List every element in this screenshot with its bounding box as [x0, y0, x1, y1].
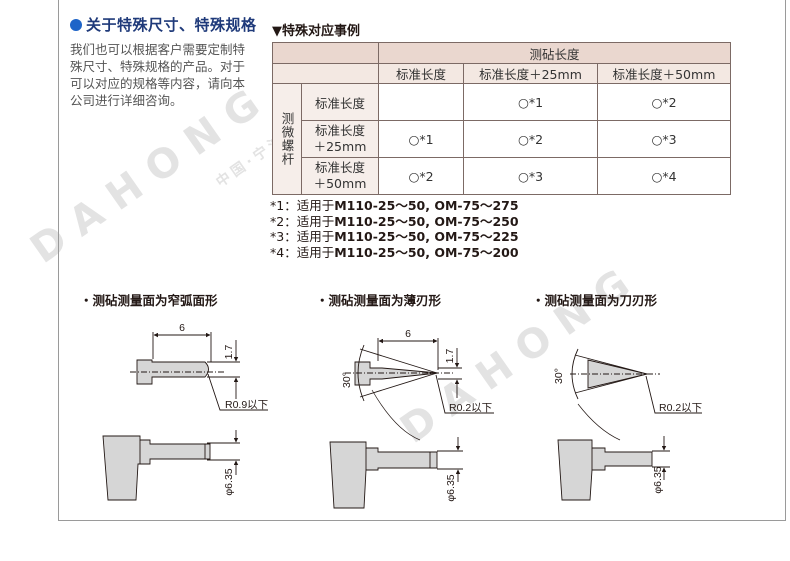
- table-cell: [378, 83, 464, 121]
- diagram-title-thin-blade: ・测砧测量面为薄刃形: [316, 293, 442, 308]
- diagram-narrow-arc-side: [130, 332, 268, 411]
- table-corner: [272, 42, 379, 64]
- table-cell: ○*2: [378, 157, 464, 195]
- table-cell: ○*3: [463, 157, 598, 195]
- diameter-label: φ6.35: [445, 474, 457, 501]
- angle-label: 30°: [553, 368, 565, 384]
- intro-line: 可以对应的规格等内容，请向本: [70, 76, 246, 91]
- dim-length-label: 6: [179, 322, 185, 334]
- table-cell: ○*3: [597, 120, 731, 158]
- footnote-prefix: *2：适用于: [270, 213, 335, 229]
- intro-line: 公司进行详细咨询。: [70, 93, 183, 108]
- intro-body: 我们也可以根据客户需要定制特 殊尺寸、特殊规格的产品。对于 可以对应的规格等内容…: [70, 41, 266, 109]
- footnote-models: M110-25～50, OM-75～200: [334, 244, 519, 260]
- footnote-models: M110-25～50, OM-75～275: [334, 198, 519, 213]
- row-label-line: 标准长度: [314, 160, 365, 175]
- footnote-prefix: *1：适用于: [270, 198, 335, 213]
- row-label-line: 标准长度: [314, 123, 365, 138]
- bullet-icon: [70, 18, 82, 31]
- diagram-title-narrow-arc: ・测砧测量面为窄弧面形: [80, 293, 218, 308]
- radius-label: R0.2以下: [449, 402, 492, 414]
- table-title: ▼特殊对应事例: [272, 24, 360, 39]
- row-group-header: 测微螺杆: [272, 83, 302, 195]
- dim-length-label: 6: [405, 328, 411, 340]
- radius-label: R0.9以下: [225, 399, 268, 411]
- footnote: *2：适用于M110-25～50, OM-75～250: [270, 214, 519, 230]
- intro-title-text: 关于特殊尺寸、特殊规格: [86, 16, 257, 34]
- dim-height-label: 1.7: [444, 349, 456, 364]
- footnote-models: M110-25～50, OM-75～225: [334, 229, 519, 244]
- radius-label: R0.2以下: [659, 402, 702, 414]
- row-header: 标准长度 ＋50mm: [301, 157, 379, 195]
- dim-height-label: 1.7: [223, 345, 235, 360]
- footnote-prefix: *4：适用于: [270, 244, 335, 260]
- row-label-line: 标准长度: [314, 95, 365, 111]
- row-label-line: ＋25mm: [313, 139, 367, 154]
- intro-line: 殊尺寸、特殊规格的产品。对于: [70, 59, 246, 74]
- table-cell: ○*1: [378, 120, 464, 158]
- footnote-prefix: *3：适用于: [270, 229, 335, 244]
- angle-label: 30°: [341, 372, 353, 388]
- col-group-header: 测砧长度: [378, 42, 731, 64]
- col-header: 标准长度＋50mm: [597, 63, 731, 84]
- footnote: *1：适用于M110-25～50, OM-75～275: [270, 198, 519, 214]
- intro-title: 关于特殊尺寸、特殊规格: [70, 14, 266, 35]
- footnotes: *1：适用于M110-25～50, OM-75～275 *2：适用于M110-2…: [270, 198, 519, 260]
- diameter-label: φ6.35: [223, 468, 235, 495]
- diagram-narrow-arc-front: [102, 430, 240, 501]
- intro-line: 我们也可以根据客户需要定制特: [70, 42, 246, 57]
- diagram-knife-edge-side: [570, 348, 702, 441]
- table-cell: ○*4: [597, 157, 731, 195]
- diagram-thin-blade-front: [329, 437, 463, 509]
- diagram-thin-blade-side: [345, 338, 494, 441]
- diagram-title-knife-edge: ・测砧测量面为刀刃形: [532, 293, 658, 308]
- col-header: 标准长度: [378, 63, 464, 84]
- row-header: 标准长度 ＋25mm: [301, 120, 379, 158]
- footnote: *3：适用于M110-25～50, OM-75～225: [270, 229, 519, 245]
- table-cell: ○*2: [597, 83, 731, 121]
- content-frame: [58, 0, 786, 521]
- row-group-text: 测微螺杆: [279, 112, 295, 166]
- special-spec-table: 测砧长度 标准长度 标准长度＋25mm 标准长度＋50mm 测微螺杆 标准长度 …: [272, 42, 731, 195]
- col-header: 标准长度＋25mm: [463, 63, 598, 84]
- diagram-knife-edge-front: [557, 436, 670, 501]
- row-label-line: ＋50mm: [313, 176, 367, 191]
- footnote-models: M110-25～50, OM-75～250: [334, 213, 519, 229]
- footnote: *4：适用于M110-25～50, OM-75～200: [270, 245, 519, 261]
- diameter-label: φ6.35: [652, 466, 664, 493]
- intro-section: 关于特殊尺寸、特殊规格 我们也可以根据客户需要定制特 殊尺寸、特殊规格的产品。对…: [70, 14, 266, 109]
